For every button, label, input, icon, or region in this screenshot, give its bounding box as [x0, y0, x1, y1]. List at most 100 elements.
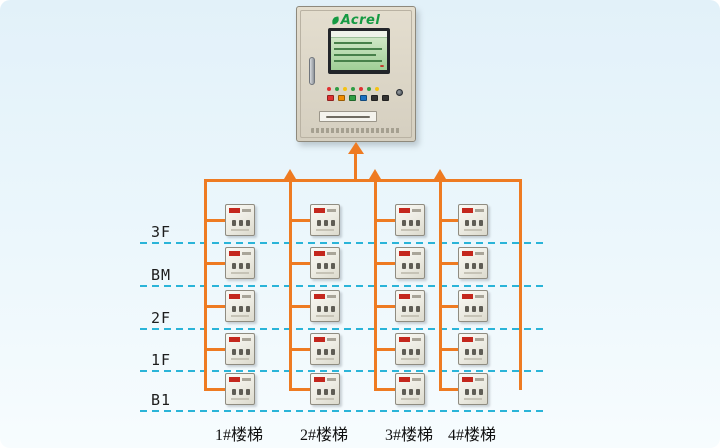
device-branch-line	[289, 388, 310, 391]
monitoring-device	[395, 247, 425, 279]
device-red-label	[314, 294, 325, 299]
device-branch-line	[289, 305, 310, 308]
brand-name: Acrel	[340, 13, 381, 28]
monitoring-device	[395, 373, 425, 405]
cabinet-feed-line	[354, 153, 357, 182]
device-red-label	[229, 377, 240, 382]
device-red-label	[314, 337, 325, 342]
device-branch-line	[439, 305, 458, 308]
monitoring-device	[310, 333, 340, 365]
panel-button	[382, 95, 389, 101]
floor-divider-line	[140, 285, 546, 287]
device-branch-line	[289, 219, 310, 222]
device-text-line	[412, 338, 421, 341]
monitoring-device	[310, 247, 340, 279]
monitoring-device	[395, 204, 425, 236]
nameplate-text-strip	[311, 128, 401, 133]
device-red-label	[314, 208, 325, 213]
device-red-label	[399, 208, 410, 213]
device-branch-line	[374, 305, 395, 308]
monitoring-device	[310, 204, 340, 236]
device-text-line	[327, 338, 336, 341]
bus-trunk-line	[204, 179, 522, 182]
device-red-label	[462, 208, 473, 213]
panel-button	[338, 95, 345, 101]
leaf-icon	[331, 16, 340, 25]
device-branch-line	[374, 348, 395, 351]
monitoring-device	[458, 290, 488, 322]
device-red-label	[399, 337, 410, 342]
device-red-label	[314, 377, 325, 382]
device-text-line	[242, 378, 251, 381]
printer-slot	[319, 111, 377, 122]
bus-riser-line	[439, 179, 442, 390]
device-branch-line	[439, 348, 458, 351]
device-text-line	[412, 378, 421, 381]
device-text-line	[242, 209, 251, 212]
floor-divider-line	[140, 370, 546, 372]
screen-body	[331, 38, 387, 70]
floor-divider-line	[140, 410, 546, 412]
device-text-line	[242, 295, 251, 298]
screen-alarm-dot	[380, 65, 384, 67]
floor-divider-line	[140, 328, 546, 330]
monitoring-device	[225, 290, 255, 322]
device-text-line	[475, 378, 484, 381]
monitoring-device	[458, 204, 488, 236]
monitoring-device	[225, 333, 255, 365]
monitoring-device	[225, 373, 255, 405]
monitoring-cabinet: Acrel	[296, 6, 416, 142]
panel-button	[360, 95, 367, 101]
monitoring-device	[310, 290, 340, 322]
monitoring-device	[395, 333, 425, 365]
floor-label-bm: BM	[150, 266, 172, 284]
status-led-row	[327, 87, 379, 91]
device-branch-line	[439, 219, 458, 222]
floor-label-1f: 1F	[150, 351, 172, 369]
device-branch-line	[204, 219, 225, 222]
status-led	[335, 87, 339, 91]
flow-arrow-to-cabinet	[348, 142, 364, 154]
control-button-row	[327, 95, 389, 101]
status-led	[327, 87, 331, 91]
monitoring-device	[225, 204, 255, 236]
bus-riser-line	[204, 179, 207, 390]
device-branch-line	[204, 305, 225, 308]
monitoring-device	[310, 373, 340, 405]
device-text-line	[327, 209, 336, 212]
status-led	[375, 87, 379, 91]
device-red-label	[229, 208, 240, 213]
floor-divider-line	[140, 242, 546, 244]
device-text-line	[475, 338, 484, 341]
monitoring-device	[225, 247, 255, 279]
device-red-label	[399, 377, 410, 382]
device-text-line	[475, 209, 484, 212]
device-branch-line	[439, 388, 458, 391]
device-red-label	[462, 251, 473, 256]
device-red-label	[229, 251, 240, 256]
device-red-label	[229, 337, 240, 342]
monitoring-device	[395, 290, 425, 322]
device-text-line	[412, 295, 421, 298]
device-text-line	[412, 209, 421, 212]
floor-label-3f: 3F	[150, 223, 172, 241]
floor-label-b1: B1	[150, 391, 172, 409]
monitoring-device	[458, 373, 488, 405]
status-led	[351, 87, 355, 91]
device-text-line	[242, 252, 251, 255]
column-label-stair-2: 2#楼梯	[299, 427, 348, 444]
device-branch-line	[289, 262, 310, 265]
device-red-label	[314, 251, 325, 256]
device-red-label	[229, 294, 240, 299]
device-red-label	[399, 251, 410, 256]
key-lock-icon	[396, 89, 403, 96]
screen-header	[331, 31, 387, 38]
device-text-line	[412, 252, 421, 255]
device-red-label	[462, 337, 473, 342]
device-red-label	[462, 377, 473, 382]
device-branch-line	[374, 219, 395, 222]
status-led	[367, 87, 371, 91]
monitoring-device	[458, 247, 488, 279]
flow-arrow	[284, 169, 296, 179]
device-branch-line	[374, 388, 395, 391]
